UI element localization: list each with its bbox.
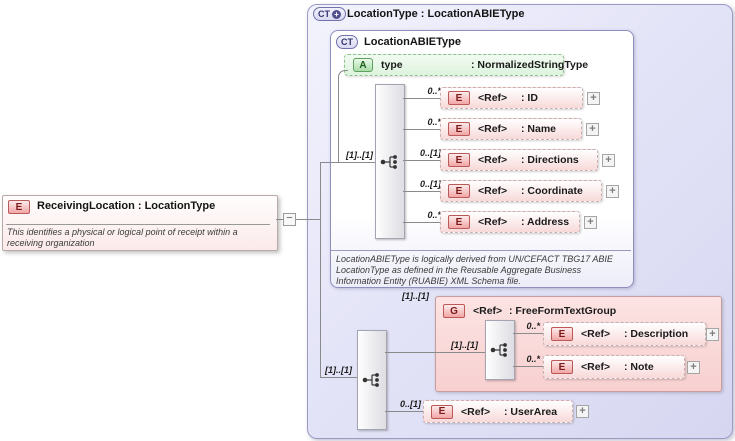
element-note-box[interactable]: E <Ref> : Note bbox=[543, 355, 685, 379]
element-icon: E bbox=[448, 91, 470, 105]
group-connector-line bbox=[385, 352, 485, 353]
element-name: <Ref> bbox=[478, 92, 508, 104]
sequence-icon bbox=[362, 373, 379, 387]
element-receivinglocation-box[interactable] bbox=[2, 195, 278, 251]
sequence1-cardinality: [1]..[1] bbox=[346, 150, 373, 160]
connector-line bbox=[513, 366, 543, 367]
sequence-icon bbox=[380, 154, 397, 169]
sequence1-indicator[interactable] bbox=[375, 84, 405, 239]
element-icon: E bbox=[448, 122, 470, 136]
connector-line bbox=[513, 333, 543, 334]
element-userarea-box[interactable]: E <Ref> : UserArea bbox=[423, 400, 573, 423]
sequence2-cardinality: [1]..[1] bbox=[325, 365, 352, 375]
element-icon: E bbox=[448, 215, 470, 229]
connector-line bbox=[403, 160, 440, 161]
group-cardinality: [1]..[1] bbox=[402, 291, 429, 301]
element-id-cardinality: 0..* bbox=[427, 86, 441, 96]
element-name: <Ref> bbox=[478, 154, 508, 166]
expand-icon[interactable]: + bbox=[602, 154, 615, 167]
element-type: : Note bbox=[624, 361, 654, 373]
connector-line bbox=[385, 411, 423, 412]
element-icon: E bbox=[448, 184, 470, 198]
expand-icon[interactable]: + bbox=[687, 361, 700, 374]
element-type: : Directions bbox=[521, 154, 579, 166]
expand-icon[interactable]: + bbox=[606, 185, 619, 198]
element-receivinglocation-title: ReceivingLocation : LocationType bbox=[37, 200, 216, 212]
element-directions-cardinality: 0..[1] bbox=[419, 148, 441, 158]
attribute-datatype: : NormalizedStringType bbox=[471, 59, 589, 71]
element-description-cardinality: 0..* bbox=[526, 321, 540, 331]
element-coordinate-box[interactable]: E <Ref> : Coordinate bbox=[440, 180, 602, 202]
element-id-box[interactable]: E <Ref> : ID bbox=[440, 87, 583, 109]
element-type: : Address bbox=[521, 216, 570, 228]
element-directions-box[interactable]: E <Ref> : Directions bbox=[440, 149, 598, 171]
expand-icon[interactable]: + bbox=[586, 123, 599, 136]
sequence2-indicator[interactable] bbox=[357, 330, 387, 430]
trunk-connector-line bbox=[320, 162, 321, 378]
reference-connector-line bbox=[276, 219, 320, 220]
element-name: <Ref> bbox=[581, 361, 611, 373]
basetype-title: LocationABIEType bbox=[364, 36, 461, 48]
group-sequence-cardinality: [1]..[1] bbox=[451, 340, 478, 350]
collapse-icon[interactable]: − bbox=[283, 213, 296, 226]
element-name: <Ref> bbox=[478, 185, 508, 197]
expand-icon[interactable]: + bbox=[576, 405, 589, 418]
basetype-annotation: LocationABIEType is logically derived fr… bbox=[336, 254, 613, 286]
basetype-ct-icon: CT bbox=[336, 35, 358, 49]
attribute-icon: A bbox=[353, 58, 373, 72]
element-userarea-cardinality: 0..[1] bbox=[399, 399, 421, 409]
element-icon: E bbox=[448, 153, 470, 167]
element-address-cardinality: 0..* bbox=[427, 210, 441, 220]
element-type: : UserArea bbox=[504, 405, 558, 418]
element-icon: E bbox=[551, 327, 573, 341]
attribute-name: type bbox=[381, 59, 403, 71]
group-icon: G bbox=[443, 304, 465, 318]
element-type: : Name bbox=[521, 123, 557, 135]
group-sequence-indicator[interactable] bbox=[485, 320, 515, 380]
element-name: <Ref> bbox=[478, 216, 508, 228]
element-name: <Ref> bbox=[581, 328, 611, 340]
element-type: : ID bbox=[521, 92, 538, 104]
element-name-box[interactable]: E <Ref> : Name bbox=[440, 118, 582, 140]
complextype-title: LocationType : LocationABIEType bbox=[347, 8, 525, 20]
sequence-icon bbox=[490, 343, 507, 357]
group-type: : FreeFormTextGroup bbox=[509, 305, 617, 317]
sequence1-connector-line bbox=[320, 162, 375, 163]
connector-line bbox=[403, 191, 440, 192]
connector-line bbox=[403, 98, 440, 99]
element-name: <Ref> bbox=[478, 123, 508, 135]
element-description-box[interactable]: E <Ref> : Description bbox=[543, 322, 706, 346]
element-coordinate-cardinality: 0..[1] bbox=[419, 179, 441, 189]
element-receivinglocation-annotation: This identifies a physical or logical po… bbox=[7, 227, 238, 248]
element-name: <Ref> bbox=[461, 405, 491, 418]
expand-icon[interactable]: + bbox=[584, 216, 597, 229]
complextype-derived-icon: CT+ bbox=[313, 7, 346, 21]
sequence2-connector-line bbox=[320, 377, 357, 378]
derivation-plus-icon: + bbox=[332, 9, 341, 19]
annotation-divider bbox=[6, 224, 270, 225]
element-icon: E bbox=[431, 404, 453, 419]
element-icon: E bbox=[8, 200, 30, 214]
element-type: : Coordinate bbox=[521, 185, 583, 197]
ct-badge-label: CT bbox=[341, 37, 353, 47]
element-note-cardinality: 0..* bbox=[526, 354, 540, 364]
group-name: <Ref> bbox=[473, 305, 503, 317]
connector-line bbox=[403, 129, 440, 130]
annotation-divider bbox=[331, 250, 631, 251]
attribute-connector-line bbox=[338, 70, 348, 163]
element-type: : Description bbox=[624, 328, 689, 340]
element-name-cardinality: 0..* bbox=[427, 117, 441, 127]
element-icon: E bbox=[551, 360, 573, 374]
expand-icon[interactable]: + bbox=[706, 328, 719, 341]
attribute-type-box[interactable]: A type : NormalizedStringType bbox=[344, 54, 588, 76]
element-address-box[interactable]: E <Ref> : Address bbox=[440, 211, 580, 233]
ct-badge-label: CT bbox=[318, 9, 330, 19]
connector-line bbox=[403, 222, 440, 223]
expand-icon[interactable]: + bbox=[587, 92, 600, 105]
